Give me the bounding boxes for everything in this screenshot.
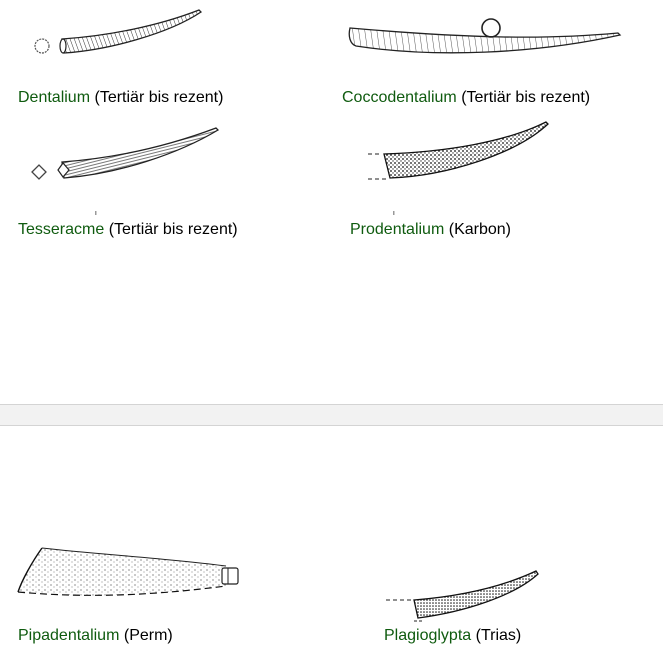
link-pipadentalium[interactable]: Pipadentalium: [18, 627, 120, 644]
dentalium-shell-illustration: [34, 9, 203, 54]
caption-dentalium: Dentalium (Tertiär bis rezent): [18, 88, 223, 108]
link-dentalium[interactable]: Dentalium: [18, 89, 91, 106]
coccodentalium-shell-illustration: [348, 18, 622, 54]
section-divider: [0, 404, 663, 426]
tesseracme-shell-illustration: [31, 127, 220, 180]
age-dentalium: (Tertiär bis rezent): [94, 89, 224, 106]
caption-tesseracme: Tesseracme (Tertiär bis rezent): [18, 220, 238, 240]
age-tesseracme: (Tertiär bis rezent): [108, 221, 238, 238]
caption-coccodentalium: Coccodentalium (Tertiär bis rezent): [342, 88, 590, 108]
link-tesseracme[interactable]: Tesseracme: [18, 221, 105, 238]
link-plagioglypta[interactable]: Plagioglypta: [384, 627, 472, 644]
age-prodentalium: (Karbon): [448, 221, 511, 238]
bottom-panel: [0, 426, 663, 662]
link-coccodentalium[interactable]: Coccodentalium: [342, 89, 457, 106]
speck-mark: [95, 211, 97, 215]
speck-mark: [393, 211, 395, 215]
link-prodentalium[interactable]: Prodentalium: [350, 221, 445, 238]
age-pipadentalium: (Perm): [123, 627, 173, 644]
age-coccodentalium: (Tertiär bis rezent): [461, 89, 591, 106]
plagioglypta-shell-illustration: [386, 570, 539, 622]
age-plagioglypta: (Trias): [475, 627, 522, 644]
pipadentalium-shell-illustration: [17, 547, 239, 596]
top-panel: [0, 0, 663, 404]
caption-prodentalium: Prodentalium (Karbon): [350, 220, 511, 240]
caption-pipadentalium: Pipadentalium (Perm): [18, 626, 173, 646]
caption-plagioglypta: Plagioglypta (Trias): [384, 626, 521, 646]
prodentalium-shell-illustration: [368, 121, 549, 180]
